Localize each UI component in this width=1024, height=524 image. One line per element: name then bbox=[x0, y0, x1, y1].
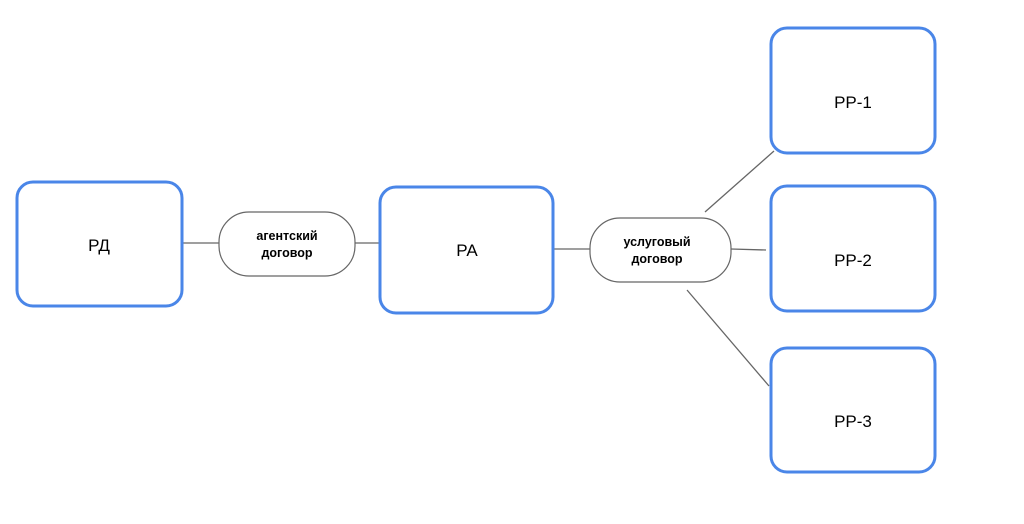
relation-service-label-line2: договор bbox=[631, 252, 682, 266]
connector-service-rr3 bbox=[686, 289, 770, 387]
node-rr3-label: РР-3 bbox=[834, 412, 872, 431]
relation-service: услуговый договор bbox=[589, 217, 732, 283]
relation-agency-pill bbox=[218, 211, 356, 277]
node-rr2-box bbox=[769, 184, 937, 313]
node-rr2: РР-2 bbox=[769, 184, 937, 313]
relation-service-label-line1: услуговый bbox=[623, 235, 690, 249]
node-ra-box bbox=[378, 185, 555, 315]
node-rr1-label: РР-1 bbox=[834, 93, 872, 112]
node-rr3: РР-3 bbox=[769, 346, 937, 474]
node-rr1: РР-1 bbox=[769, 26, 937, 155]
relation-service-pill bbox=[589, 217, 732, 283]
relation-agency: агентский договор bbox=[218, 211, 356, 277]
node-rd: РД bbox=[15, 180, 184, 308]
connector-service-rr1 bbox=[704, 150, 775, 213]
node-rd-label: РД bbox=[88, 236, 110, 255]
node-rr2-label: РР-2 bbox=[834, 251, 872, 270]
node-rr3-box bbox=[769, 346, 937, 474]
node-ra-label: РА bbox=[456, 241, 478, 260]
relation-agency-label-line1: агентский bbox=[256, 229, 317, 243]
connectors bbox=[182, 150, 775, 387]
node-rr1-box bbox=[769, 26, 937, 155]
node-rd-box bbox=[15, 180, 184, 308]
relation-agency-label-line2: договор bbox=[261, 246, 312, 260]
connector-service-rr2 bbox=[730, 248, 767, 251]
node-ra: РА bbox=[378, 185, 555, 315]
